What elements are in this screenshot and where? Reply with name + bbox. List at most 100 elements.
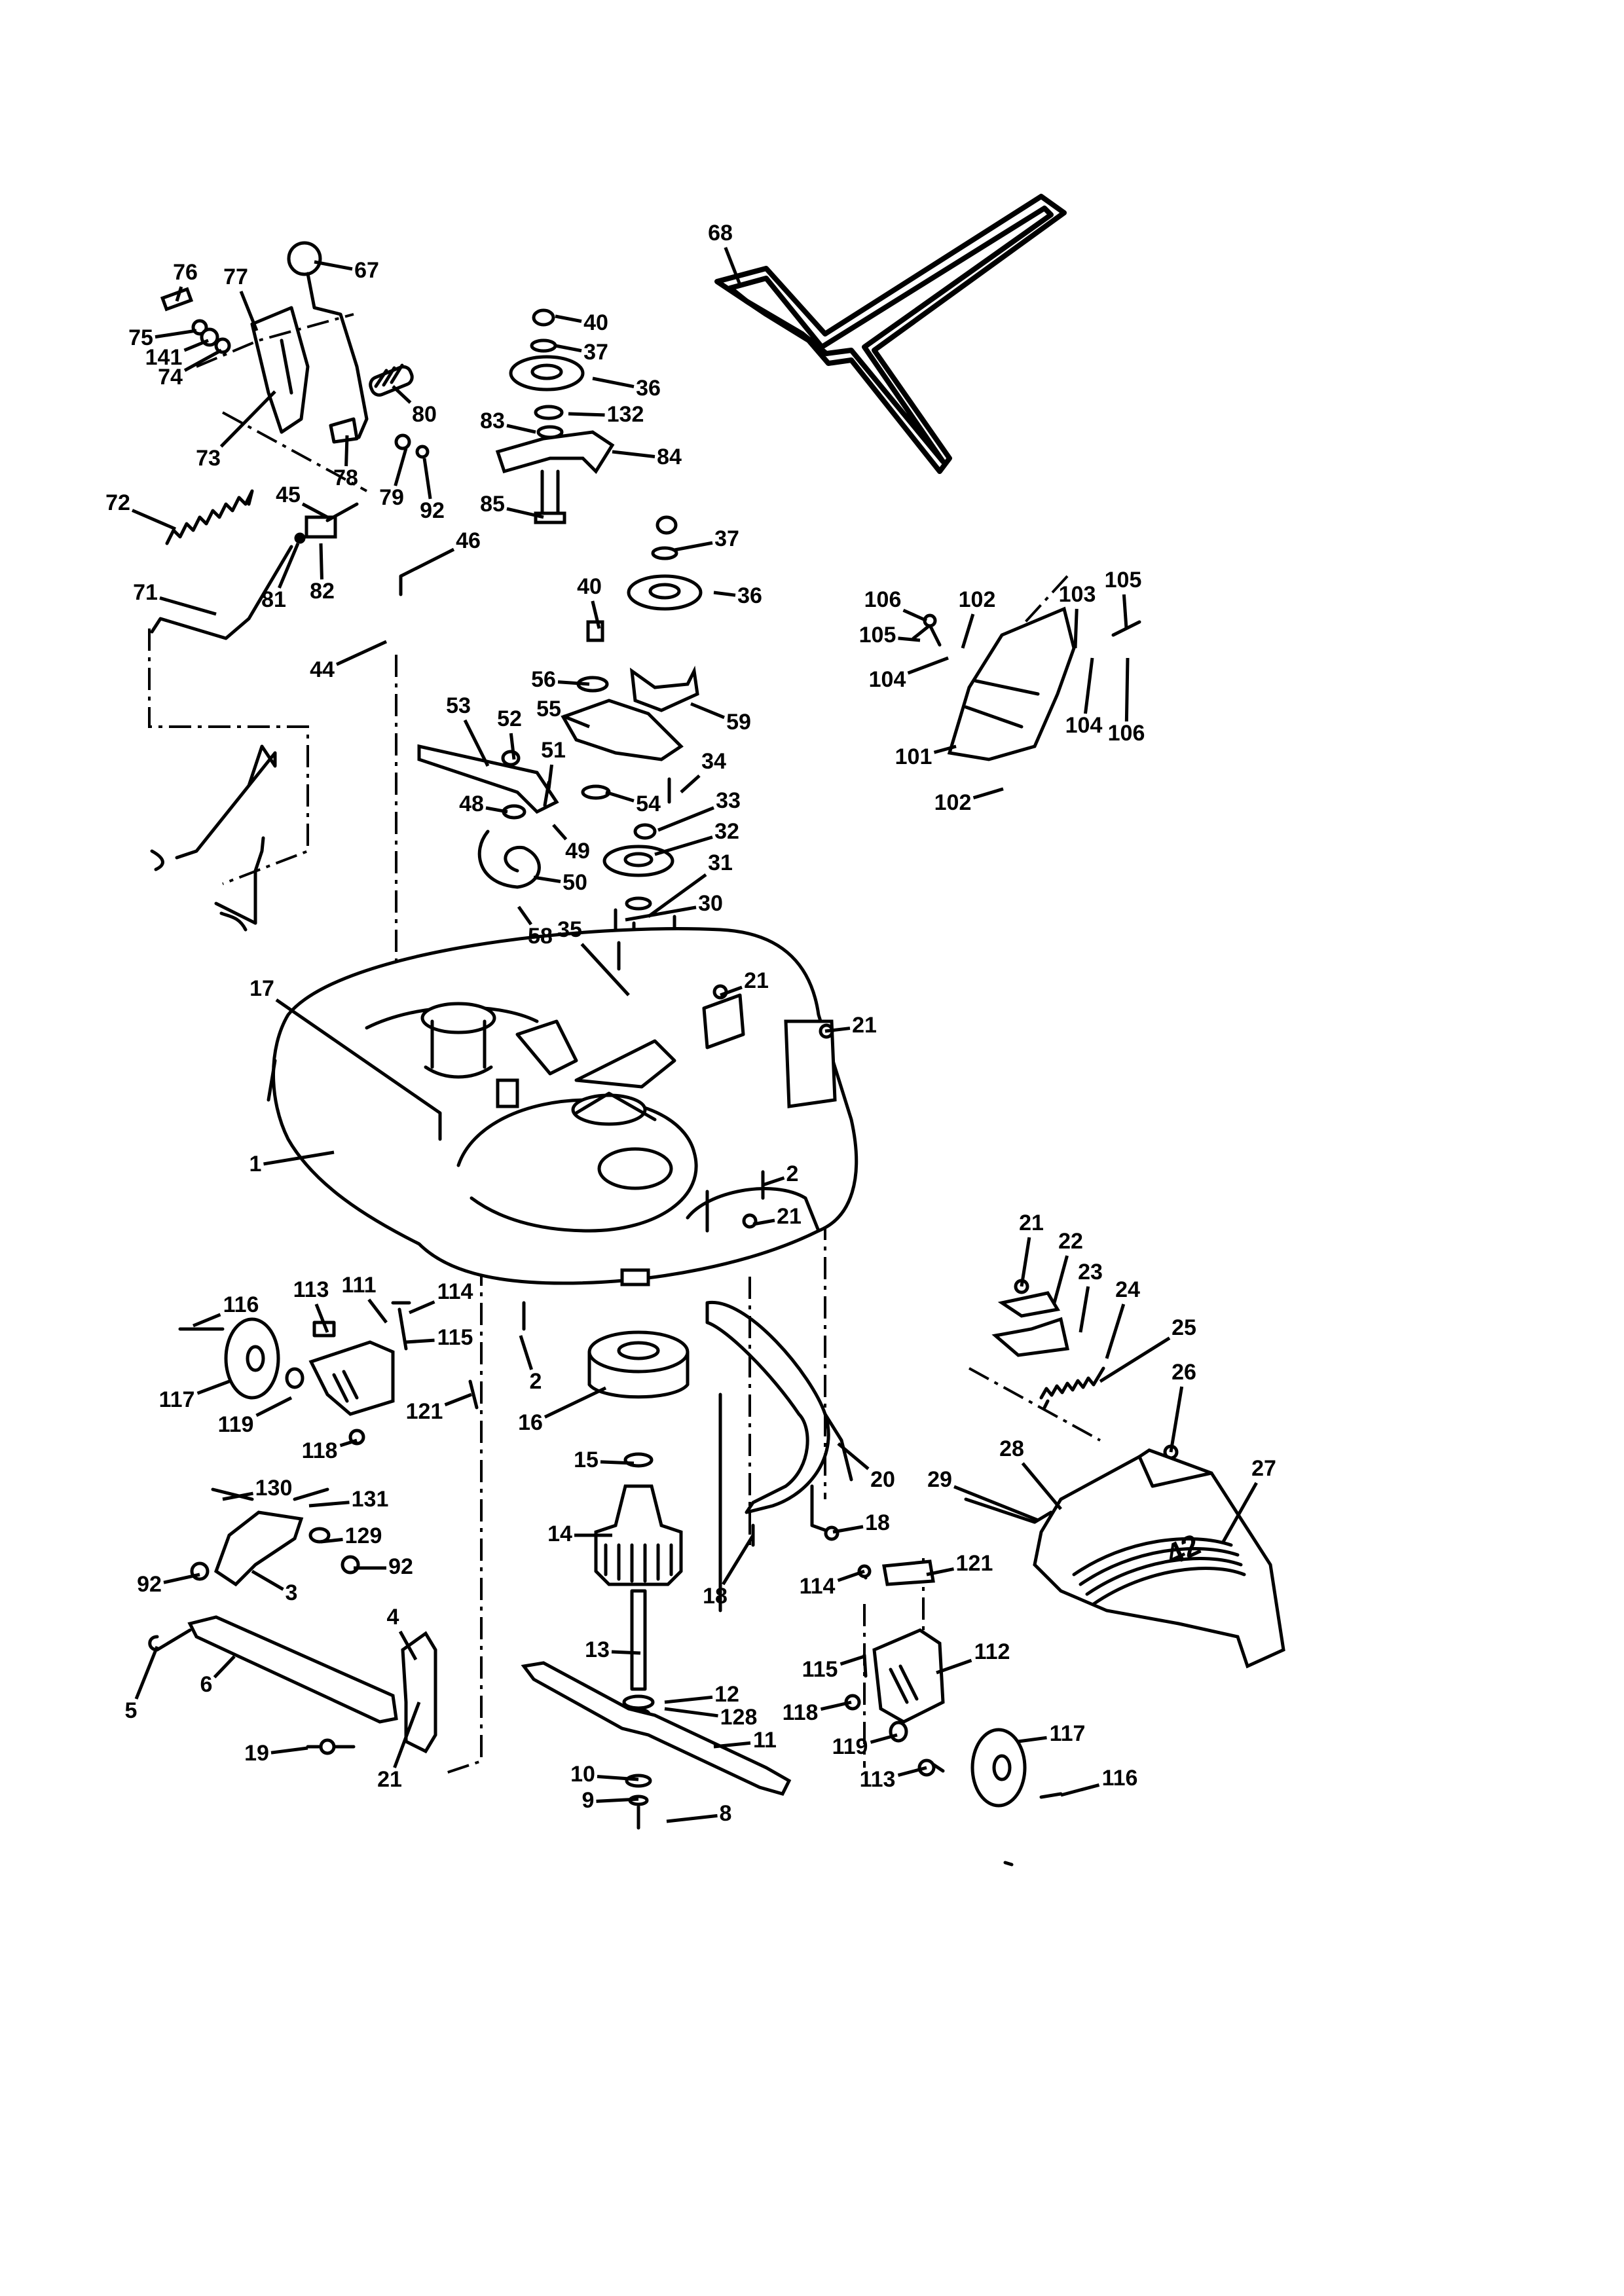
callout-number: 22 [1058,1229,1083,1254]
callout-number: 16 [518,1410,543,1435]
leader-line [344,435,349,467]
callout-24: 24 [1105,1277,1140,1359]
belt-guide [629,665,699,712]
callout-92: 92 [420,458,445,523]
leader-line [1052,1255,1069,1303]
callout-number: 121 [406,1399,443,1424]
leader-line [308,1501,350,1508]
leader-line [722,1534,755,1586]
callout-1: 1 [249,1150,335,1176]
callout-11: 11 [713,1728,777,1753]
leader-line [222,1491,253,1501]
callout-75: 75 [128,325,197,350]
leader-line [647,873,707,919]
callout-3: 3 [251,1569,298,1605]
discharge-deflector [912,606,1141,761]
callout-104: 104 [1065,657,1102,738]
callout-number: 79 [379,485,404,510]
callout-number: 49 [565,839,590,864]
leader-line [393,1702,421,1768]
callout-number: 75 [128,325,153,350]
leader-line [533,875,561,883]
leader-line [596,1797,639,1803]
callout-number: 3 [286,1580,298,1605]
callout-number: 31 [708,850,733,875]
callout-53: 53 [446,693,490,767]
leader-line [314,260,353,271]
callout-number: 23 [1078,1260,1103,1285]
callout-number: 8 [720,1801,732,1826]
leader-line [394,448,408,486]
callout-number: 55 [536,697,561,721]
callout-number: 48 [459,792,484,816]
leader-line [724,247,742,285]
leader-line [972,787,1004,799]
leader-line [605,790,635,803]
callout-number: 81 [261,587,286,612]
rear-hinge [991,1317,1070,1357]
callout-number: 114 [800,1574,836,1599]
right-gauge-wheel [970,1728,1027,1808]
leader-line [690,702,725,720]
callout-21: 21 [824,1013,877,1038]
callout-77: 77 [223,264,259,331]
callout-33: 33 [657,788,741,832]
callout-106: 106 [1108,657,1145,746]
callout-58: 58 [517,905,553,949]
callout-30: 30 [625,891,723,922]
leader-line [519,1335,533,1370]
callout-number: 26 [1172,1360,1196,1385]
callout-number: 118 [302,1438,338,1463]
callout-92: 92 [354,1554,413,1579]
callout-83: 83 [480,409,536,434]
leader-line [175,286,183,302]
callout-number: 116 [223,1292,259,1317]
callout-number: 111 [342,1273,377,1298]
callout-40: 40 [577,574,602,629]
leader-line [239,291,259,331]
leader-line [405,1338,435,1344]
callout-102: 102 [959,587,995,649]
leader-line [926,1567,955,1576]
callout-131: 131 [308,1487,388,1512]
leader-line [870,1733,898,1744]
leader-line [597,1775,639,1781]
discharge-chute-assembly: 42 [964,1448,1285,1669]
callout-15: 15 [574,1448,635,1472]
callout-81: 81 [261,543,300,612]
callout-number: 12 [714,1682,739,1707]
callout-118: 118 [302,1438,358,1463]
leader-line [517,905,533,926]
callout-37: 37 [674,526,739,552]
leader-line [713,591,736,597]
callout-number: 36 [636,376,661,401]
callout-number: 9 [582,1788,595,1813]
callout-115: 115 [802,1654,865,1682]
leader-line [398,1630,418,1661]
callout-54: 54 [605,790,661,816]
rear-bracket [997,1291,1061,1318]
leader-line [762,1176,785,1187]
leader-line [1124,657,1130,722]
callout-8: 8 [666,1801,732,1826]
callout-number: 25 [1172,1315,1196,1340]
callout-number: 40 [577,574,602,599]
callout-19: 19 [244,1741,308,1766]
callout-number: 128 [720,1705,758,1730]
leader-line [444,1393,472,1407]
callout-114: 114 [800,1569,865,1599]
leader-line [1060,1783,1100,1797]
callout-119: 119 [832,1733,898,1759]
callout-number: 76 [173,260,198,285]
leader-line [219,390,276,448]
leader-line [657,806,714,832]
leader-line [555,344,582,353]
callout-117: 117 [1018,1721,1085,1746]
callout-number: 117 [1050,1721,1086,1746]
leader-line [611,1650,641,1655]
callout-56: 56 [531,667,590,692]
callout-number: 37 [583,340,608,365]
callout-21: 21 [377,1702,421,1792]
lift-lever-assembly [160,241,430,459]
